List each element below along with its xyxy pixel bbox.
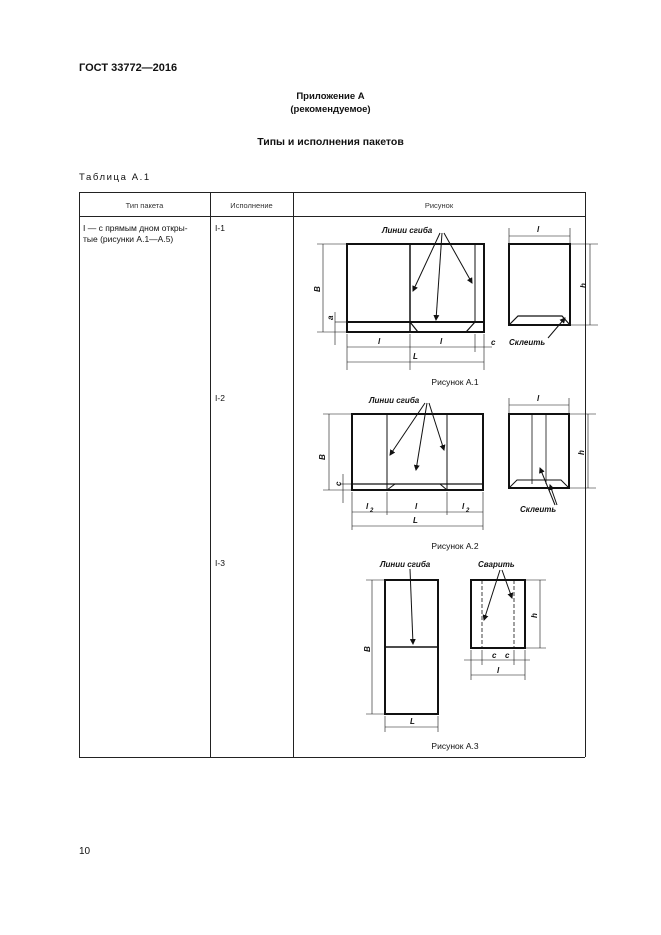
- table-caption: Таблица А.1: [79, 172, 151, 183]
- svg-text:l: l: [366, 502, 369, 511]
- svg-text:l: l: [462, 502, 465, 511]
- svg-text:h: h: [579, 283, 588, 288]
- svg-text:h: h: [530, 613, 539, 618]
- figure-a3: [366, 568, 546, 732]
- svg-text:2: 2: [465, 508, 470, 514]
- appendix-subtitle: (рекомендуемое): [290, 104, 371, 115]
- column-header-variant: Исполнение: [230, 201, 273, 210]
- svg-text:c: c: [505, 651, 510, 660]
- column-header-figure: Рисунок: [424, 201, 454, 210]
- svg-text:c: c: [334, 481, 343, 486]
- variant-I-1: I-1: [215, 223, 225, 233]
- svg-text:B: B: [318, 454, 327, 460]
- svg-text:B: B: [313, 286, 322, 292]
- svg-text:l: l: [537, 225, 540, 234]
- table-frame: [79, 192, 585, 758]
- glue-label-a1: Склеить: [509, 338, 545, 347]
- svg-text:l: l: [497, 666, 500, 675]
- figure-a2: [323, 398, 596, 530]
- figure-caption-a3: Рисунок А.3: [431, 741, 479, 751]
- section-title: Типы и исполнения пакетов: [257, 136, 404, 148]
- figure-a2-labels: Линии сгиба B c l 2 l l 2 L l h Склеить: [318, 394, 586, 525]
- column-header-type: Тип пакета: [125, 201, 164, 210]
- page-number: 10: [79, 846, 91, 857]
- table-divider-2: [293, 192, 294, 757]
- table-divider-1: [210, 192, 211, 757]
- table-border-left: [79, 192, 80, 757]
- svg-text:l: l: [378, 337, 381, 346]
- glue-label-a2: Склеить: [520, 505, 556, 514]
- table-border-right: [585, 192, 586, 757]
- figure-caption-a2: Рисунок А.2: [431, 541, 479, 551]
- svg-text:l: l: [415, 502, 418, 511]
- svg-text:L: L: [413, 352, 418, 361]
- variant-I-3: I-3: [215, 558, 225, 568]
- svg-text:c: c: [492, 651, 497, 660]
- svg-text:2: 2: [369, 508, 374, 514]
- type-cell-line1: I — с прямым дном откры-: [83, 223, 188, 233]
- svg-text:B: B: [363, 646, 372, 652]
- figure-a3-labels: Линии сгиба B L Сварить h c c l: [363, 560, 539, 726]
- svg-text:a: a: [326, 315, 335, 320]
- figure-a1: [317, 228, 598, 370]
- fold-lines-label-a2: Линии сгиба: [368, 396, 420, 405]
- figure-caption-a1: Рисунок А.1: [431, 377, 479, 387]
- appendix-title: Приложение А: [296, 91, 365, 102]
- svg-text:c: c: [491, 338, 496, 347]
- svg-text:h: h: [577, 450, 586, 455]
- standard-code: ГОСТ 33772—2016: [79, 62, 178, 74]
- variant-I-2: I-2: [215, 393, 225, 403]
- svg-text:l: l: [440, 337, 443, 346]
- svg-text:L: L: [410, 717, 415, 726]
- figure-a1-labels: Линии сгиба B a l l L c l h Склеить: [313, 225, 588, 361]
- fold-lines-label-a1: Линии сгиба: [381, 226, 433, 235]
- fold-lines-label-a3: Линии сгиба: [379, 560, 431, 569]
- svg-text:L: L: [413, 516, 418, 525]
- svg-text:l: l: [537, 394, 540, 403]
- weld-label-a3: Сварить: [478, 560, 515, 569]
- type-cell-line2: тые (рисунки А.1—А.5): [83, 234, 174, 244]
- table-header-divider: [79, 216, 586, 217]
